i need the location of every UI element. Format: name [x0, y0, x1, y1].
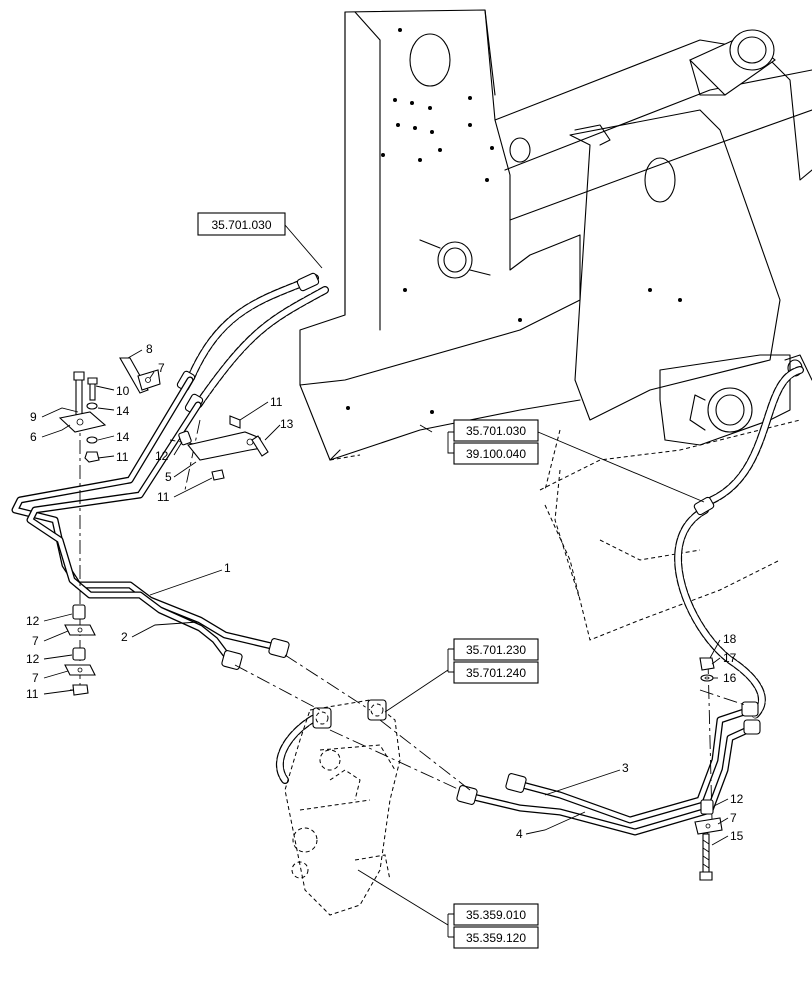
callout-7: 7 — [32, 671, 39, 685]
lift-cylinder — [689, 29, 776, 96]
callout-8: 8 — [146, 342, 153, 356]
ref-label: 35.701.030 — [466, 424, 526, 438]
callout-7: 7 — [158, 361, 165, 375]
ref-label: 35.701.030 — [211, 218, 271, 232]
callout-11: 11 — [26, 687, 39, 701]
ref-box-35-359-010[interactable]: 35.359.010 — [453, 903, 539, 926]
callout-18: 18 — [723, 632, 737, 646]
callout-3: 3 — [622, 761, 629, 775]
clamp-hardware-upper-left — [58, 357, 269, 481]
callout-numbers: 8 7 10 9 14 6 14 11 11 13 12 5 11 1 2 12… — [26, 342, 744, 843]
ref-label: 35.359.010 — [466, 908, 526, 922]
ref-label: 35.701.230 — [466, 643, 526, 657]
loader-frame — [299, 9, 812, 641]
reference-hoses — [186, 274, 804, 784]
ref-box-39-100-040[interactable]: 39.100.040 — [447, 431, 539, 465]
control-valve — [284, 699, 401, 916]
ref-label: 35.701.240 — [466, 666, 526, 680]
callout-11: 11 — [116, 450, 129, 464]
leader-lines — [41, 224, 729, 926]
callout-11: 11 — [270, 395, 283, 409]
ref-box-35-701-240[interactable]: 35.701.240 — [447, 648, 539, 684]
hose-fittings — [176, 272, 715, 516]
ref-box-35-701-230[interactable]: 35.701.230 — [453, 638, 539, 661]
clamp-hardware-lower-left — [64, 604, 96, 696]
ref-label: 35.359.120 — [466, 931, 526, 945]
callout-4: 4 — [516, 827, 523, 841]
clamp-hardware-right — [694, 657, 723, 881]
callout-9: 9 — [30, 410, 37, 424]
callout-17: 17 — [723, 651, 737, 665]
callout-2: 2 — [121, 630, 128, 644]
callout-13: 13 — [280, 417, 294, 431]
ref-box-35-701-030-top[interactable]: 35.701.030 — [197, 212, 286, 236]
callout-10: 10 — [116, 384, 130, 398]
callout-1: 1 — [224, 561, 231, 575]
frame-holes — [346, 28, 522, 414]
callout-6: 6 — [30, 430, 37, 444]
callout-12: 12 — [155, 449, 169, 463]
callout-12: 12 — [730, 792, 744, 806]
callout-5: 5 — [165, 470, 172, 484]
callout-14: 14 — [116, 404, 130, 418]
callout-12: 12 — [26, 614, 40, 628]
callout-12: 12 — [26, 652, 40, 666]
callout-15: 15 — [730, 829, 744, 843]
reference-boxes: 35.701.030 35.701.030 39.100.040 35.701.… — [197, 212, 539, 949]
ref-box-35-701-030-right[interactable]: 35.701.030 — [453, 419, 539, 442]
rigid-pipe-1-2 — [11, 376, 290, 670]
callout-7: 7 — [32, 634, 39, 648]
ref-box-35-359-120[interactable]: 35.359.120 — [447, 913, 539, 949]
callout-7: 7 — [730, 811, 737, 825]
rigid-pipe-3-4 — [456, 701, 761, 836]
callout-16: 16 — [723, 671, 737, 685]
callout-11: 11 — [157, 490, 170, 504]
ref-label: 39.100.040 — [466, 447, 526, 461]
callout-14: 14 — [116, 430, 130, 444]
assembly-centerlines — [70, 415, 746, 876]
